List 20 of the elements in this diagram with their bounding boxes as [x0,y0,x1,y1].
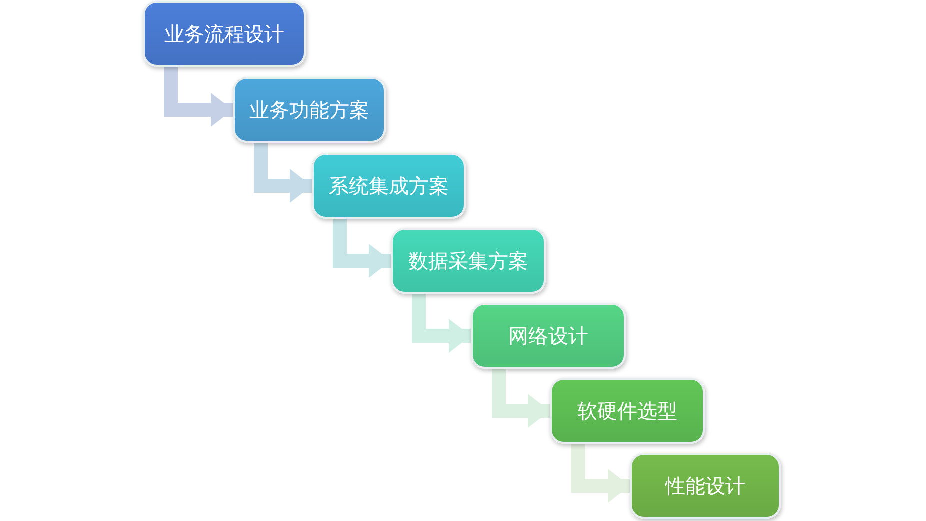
step-label: 系统集成方案 [329,172,449,200]
step-label: 软硬件选型 [578,398,678,424]
arrow [333,219,391,278]
process-box [391,228,546,294]
arrow [254,143,312,203]
step-label: 业务功能方案 [250,96,370,124]
arrow [412,294,471,353]
arrow [164,67,233,127]
step-label: 业务流程设计 [164,20,284,48]
process-box [630,453,781,519]
process-box [233,77,386,143]
process-box [312,153,466,219]
step-label: 数据采集方案 [408,248,528,274]
process-box [471,303,626,369]
arrow [492,369,550,428]
step-label: 网络设计 [508,322,588,350]
arrow [571,444,630,503]
step-label: 性能设计 [666,472,746,500]
process-box [550,378,705,444]
process-box [143,1,306,67]
